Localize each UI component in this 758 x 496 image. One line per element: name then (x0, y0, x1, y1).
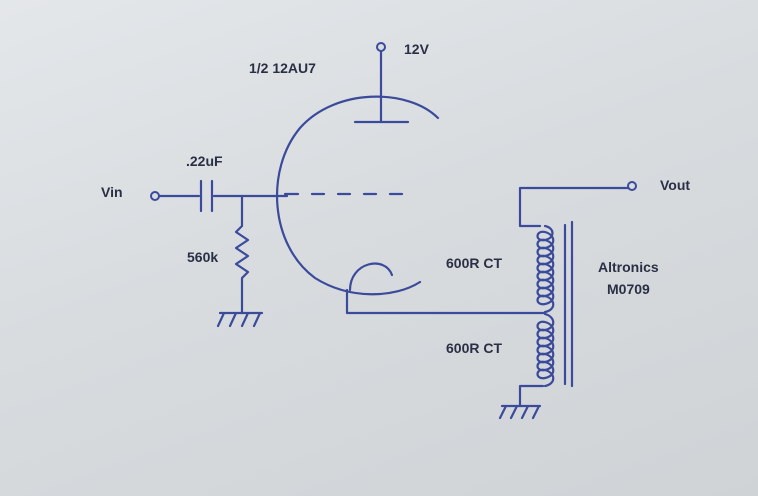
tube-label: 1/2 12AU7 (249, 60, 316, 76)
output-lead (518, 186, 632, 228)
tube-cathode (348, 262, 394, 292)
secondary-winding-label: 600R CT (446, 340, 502, 356)
primary-winding-label: 600R CT (446, 255, 502, 271)
input-label: Vin (101, 184, 123, 200)
supply-label: 12V (404, 41, 430, 57)
primary-winding-upper (536, 224, 555, 314)
primary-winding-lower (536, 312, 555, 388)
supply-terminal (376, 42, 386, 52)
output-terminal (627, 181, 637, 191)
transformer-make-label: Altronics (598, 259, 659, 275)
tube-envelope (275, 95, 440, 296)
transformer-model-label: M0709 (607, 281, 650, 297)
grid-resistor (234, 194, 250, 314)
ground-symbol-right (498, 404, 542, 420)
transformer-ground-lead (518, 384, 545, 408)
capacitor-label: .22uF (186, 153, 223, 169)
transformer-core (563, 220, 574, 388)
resistor-label: 560k (187, 249, 218, 265)
output-label: Vout (660, 177, 690, 193)
input-terminal (150, 191, 160, 201)
ground-symbol-left (216, 311, 264, 328)
cathode-lead (345, 288, 547, 315)
